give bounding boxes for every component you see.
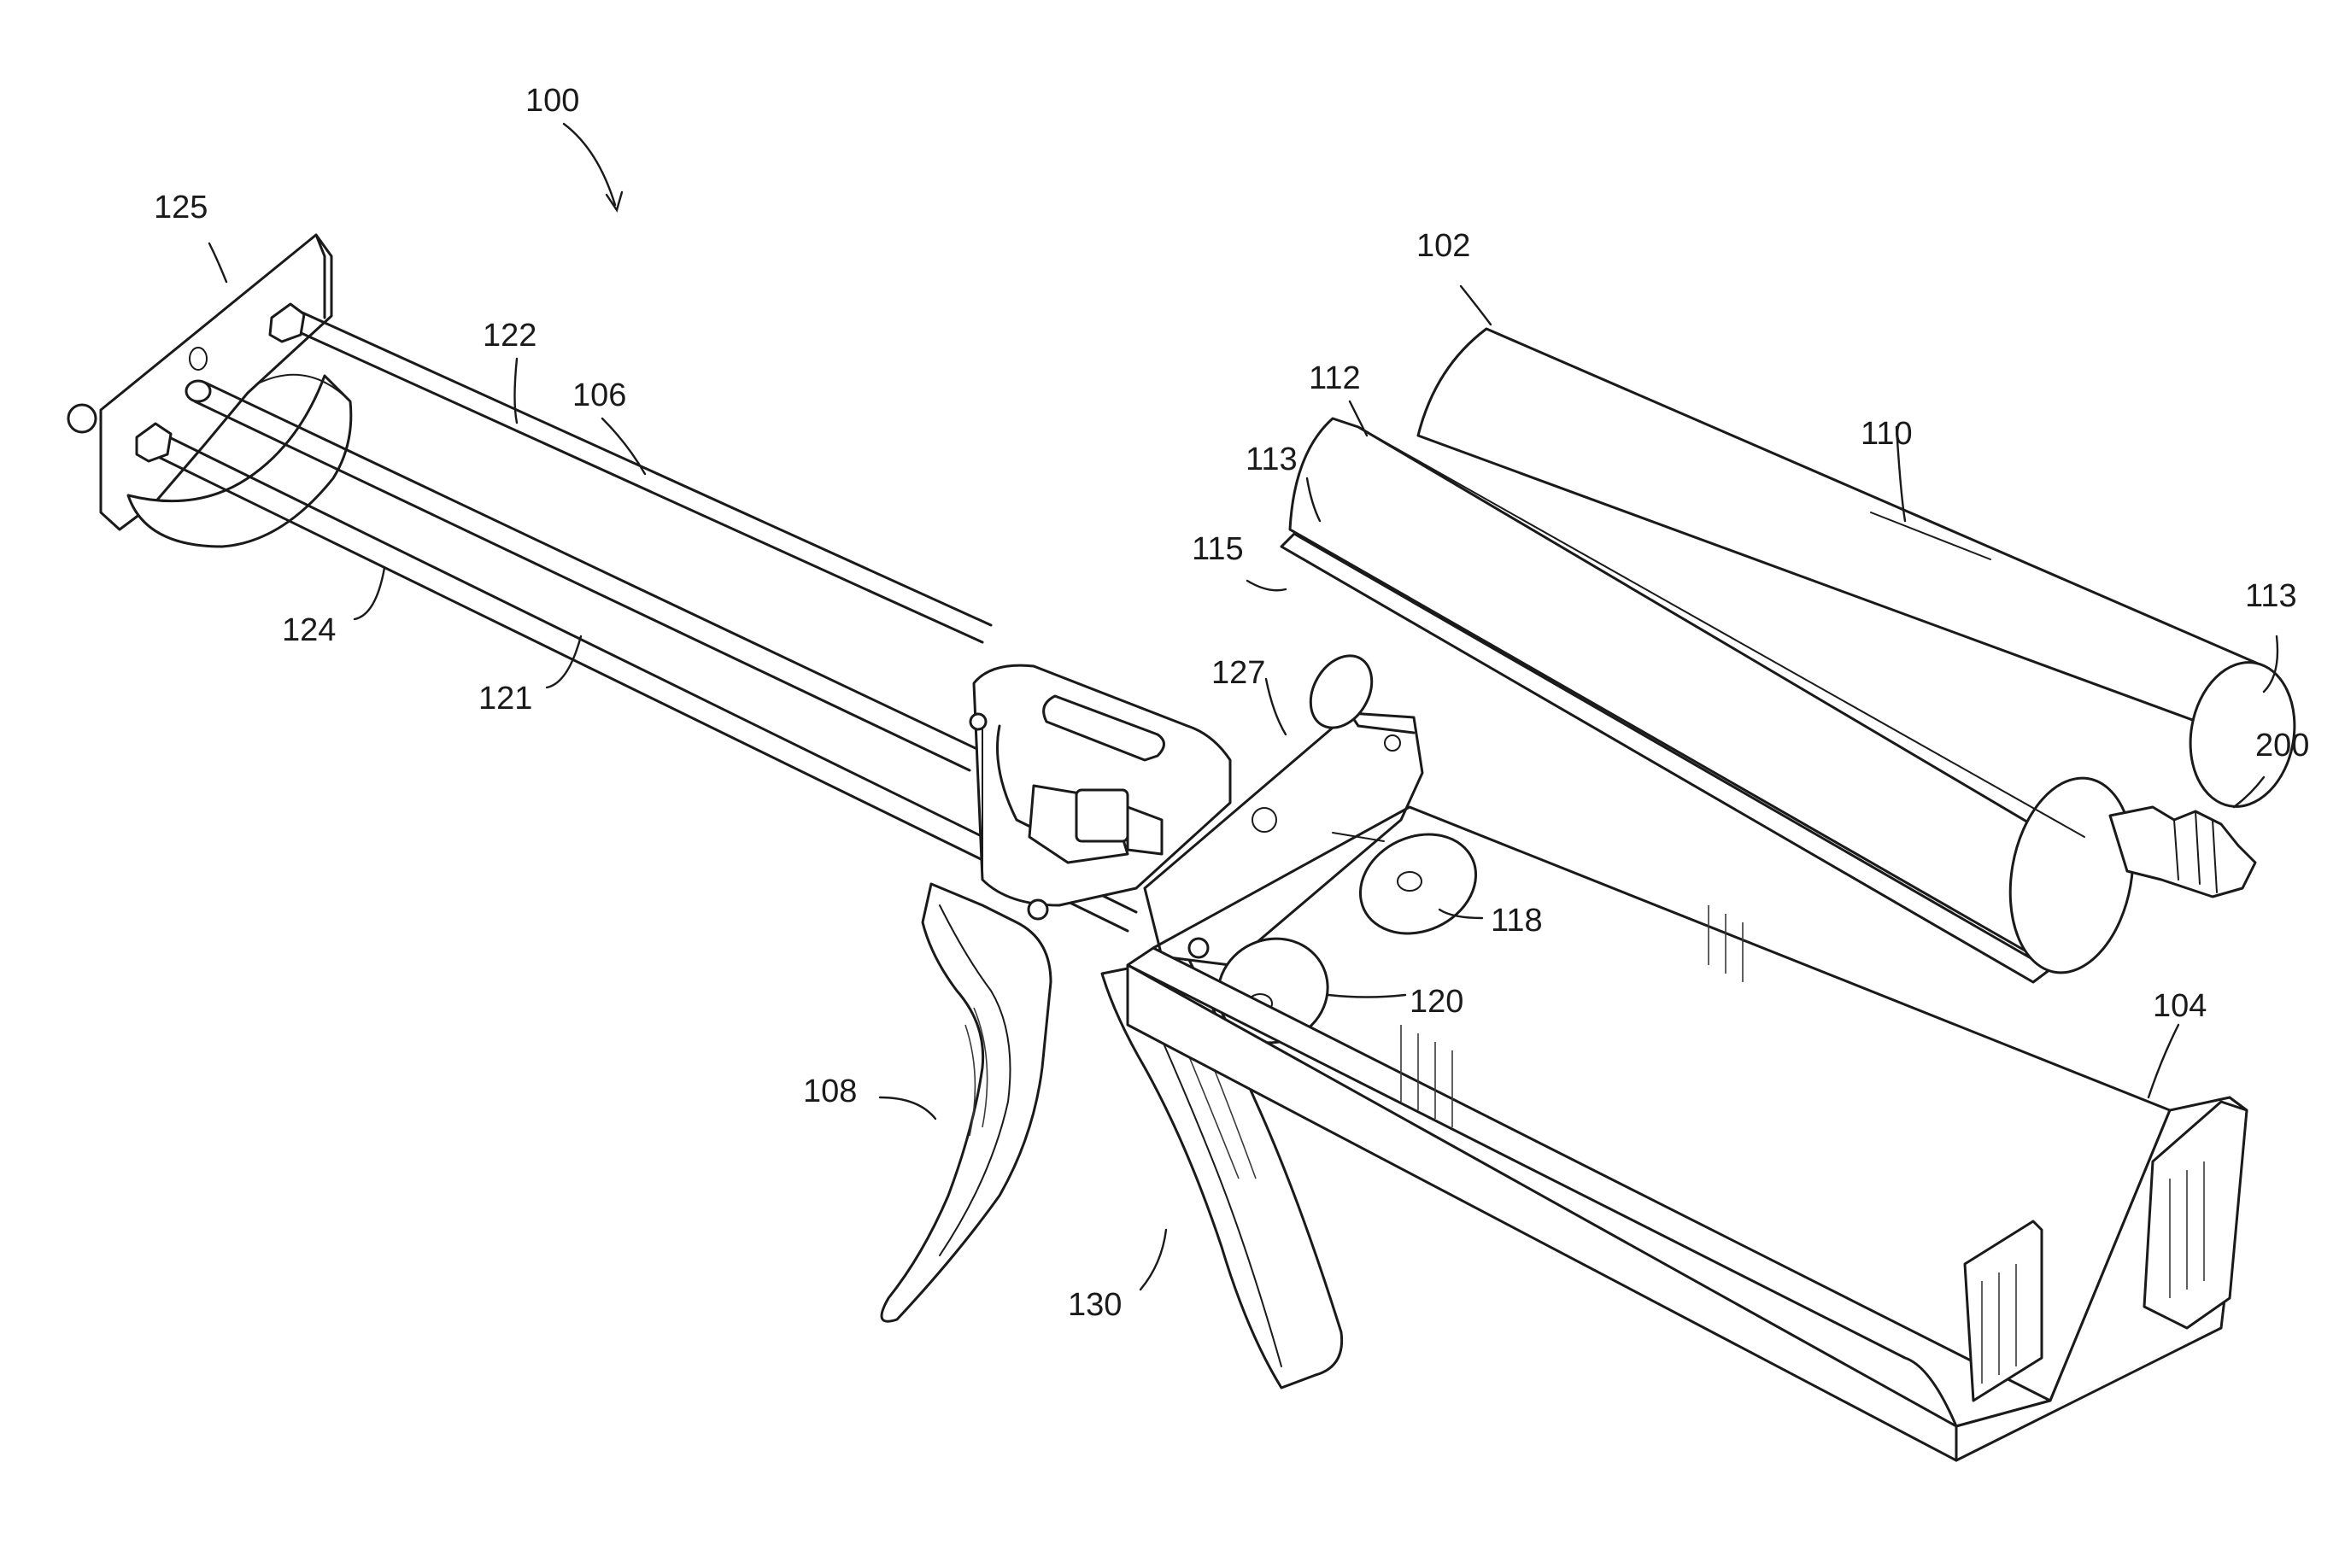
label-106: 106 xyxy=(572,377,626,413)
label-121: 121 xyxy=(478,681,532,717)
label-130: 130 xyxy=(1068,1287,1122,1323)
label-118: 118 xyxy=(1491,903,1543,939)
label-124: 124 xyxy=(282,612,336,648)
trigger-108 xyxy=(882,884,1051,1321)
label-100: 100 xyxy=(525,83,579,119)
label-120: 120 xyxy=(1410,984,1463,1020)
label-115: 115 xyxy=(1192,531,1244,567)
label-125: 125 xyxy=(154,190,208,225)
label-200: 200 xyxy=(2255,728,2309,764)
label-122: 122 xyxy=(483,318,536,354)
label-104: 104 xyxy=(2153,988,2207,1024)
label-110: 110 xyxy=(1861,416,1913,452)
label-127: 127 xyxy=(1211,655,1265,691)
label-112: 112 xyxy=(1309,360,1361,396)
label-113-left: 113 xyxy=(1246,442,1298,477)
label-113-right: 113 xyxy=(2245,578,2297,614)
label-102: 102 xyxy=(1416,228,1470,264)
label-108: 108 xyxy=(803,1074,857,1109)
